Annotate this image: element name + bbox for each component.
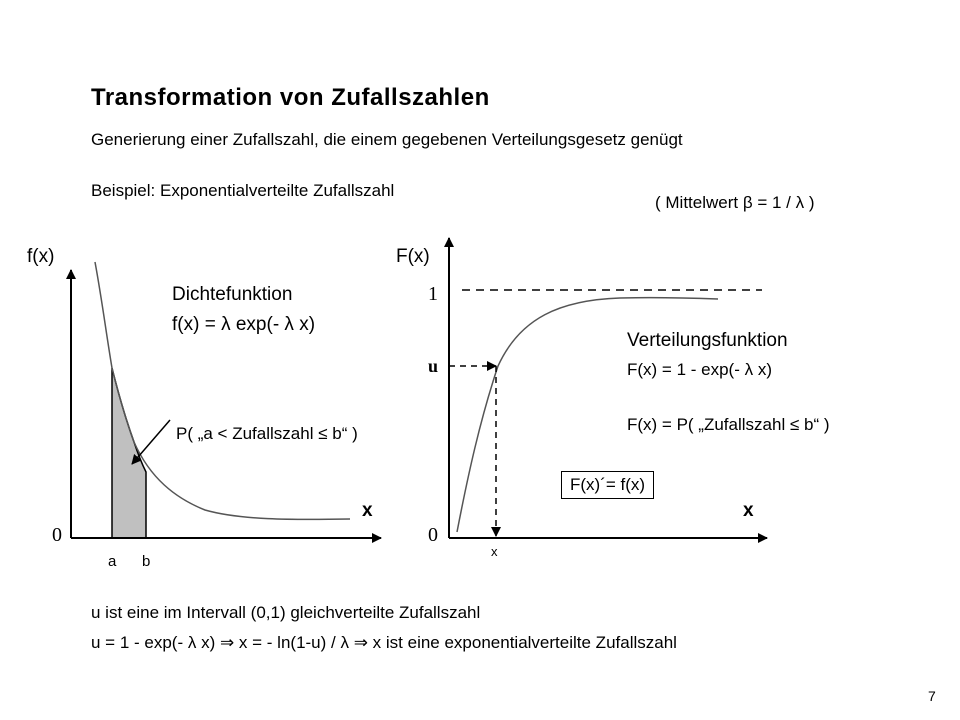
distribution-probability: F(x) = P( „Zufallszahl ≤ b“ ) <box>627 415 830 434</box>
one-label: 1 <box>428 283 438 305</box>
mean-note: ( Mittelwert β = 1 / λ ) <box>655 193 815 212</box>
distribution-title: Verteilungsfunktion <box>627 330 788 351</box>
page-number: 7 <box>928 688 936 704</box>
example-heading: Beispiel: Exponentialverteilte Zufallsza… <box>91 181 395 200</box>
distribution-curve <box>456 296 719 533</box>
a-label: a <box>108 553 117 570</box>
derivative-box: F(x)´= f(x) <box>561 471 655 499</box>
u-label: u <box>428 356 439 376</box>
x-small-label: x <box>491 544 498 559</box>
right-y-axis-label: F(x) <box>396 246 430 267</box>
left-x-axis-label: x <box>362 500 373 521</box>
left-y-axis-label: f(x) <box>27 246 55 267</box>
bottom-line-1: u ist eine im Intervall (0,1) gleichvert… <box>91 603 481 622</box>
probability-label: P( „a < Zufallszahl ≤ b“ ) <box>176 424 358 443</box>
density-title: Dichtefunktion <box>172 284 293 305</box>
slide-title: Transformation von Zufallszahlen <box>91 84 490 111</box>
left-origin-label: 0 <box>52 524 62 546</box>
bottom-line-2: u = 1 - exp(- λ x) ⇒ x = - ln(1-u) / λ ⇒… <box>91 633 677 652</box>
slide-subtitle: Generierung einer Zufallszahl, die einem… <box>91 130 683 149</box>
density-formula: f(x) = λ exp(- λ x) <box>172 314 316 335</box>
density-curve <box>94 261 351 521</box>
right-origin-label: 0 <box>428 524 438 546</box>
distribution-formula: F(x) = 1 - exp(- λ x) <box>627 360 772 379</box>
b-label: b <box>142 553 151 570</box>
right-x-axis-label: x <box>743 500 754 521</box>
probability-pointer <box>131 419 171 465</box>
